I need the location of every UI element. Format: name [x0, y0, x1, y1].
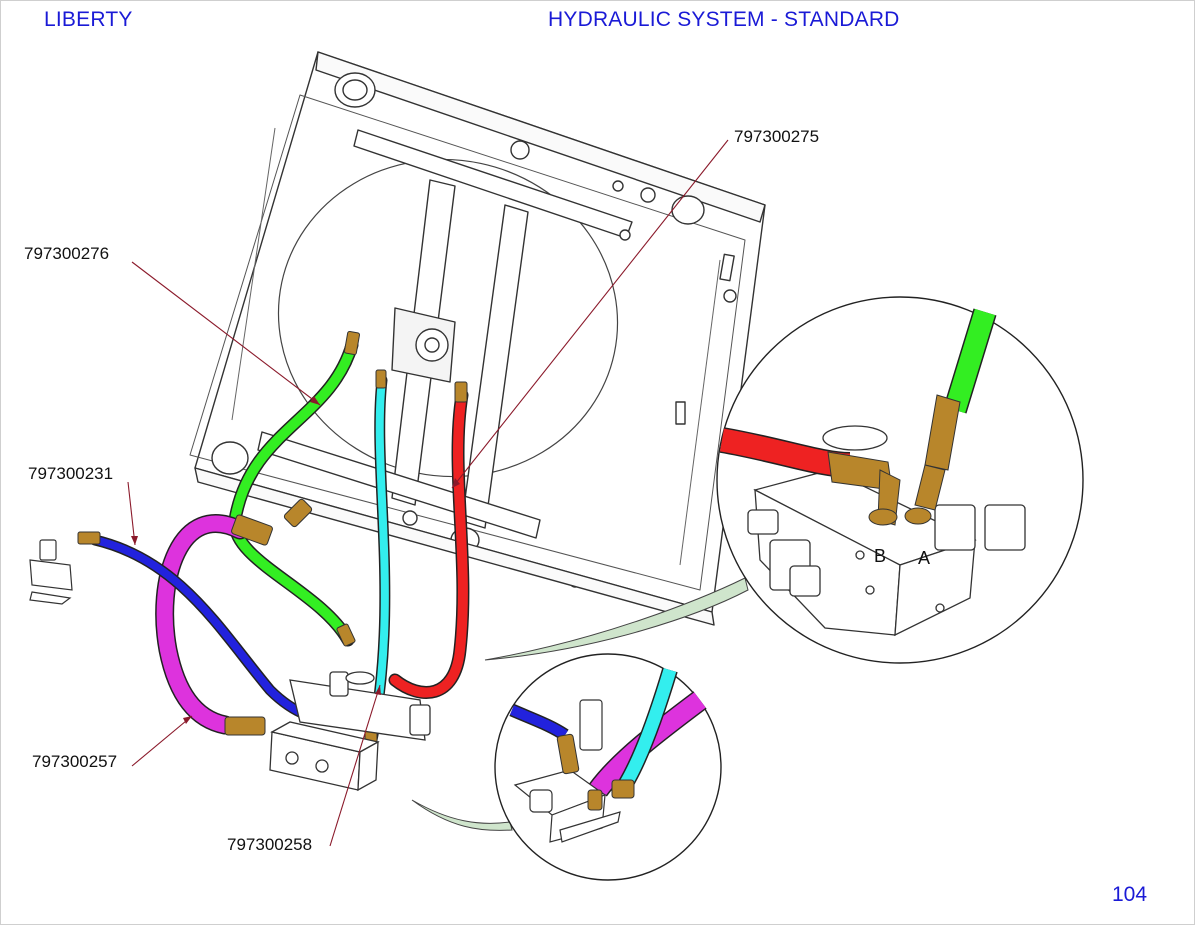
- part-label-797300258: 797300258: [227, 835, 313, 854]
- leader-lines: [127, 139, 729, 847]
- leader-arrowheads: [131, 396, 460, 724]
- port-a-label: A: [918, 548, 930, 568]
- detail-view-valve: [411, 653, 722, 881]
- detail-view-ab-ports: B A: [484, 296, 1084, 664]
- leader-797300275: [451, 139, 729, 489]
- leader-797300276: [131, 261, 321, 406]
- part-label-797300257: 797300257: [32, 752, 118, 771]
- leader-797300257: [131, 715, 193, 767]
- part-label-797300231: 797300231: [28, 464, 114, 483]
- radiator-assembly: [189, 51, 766, 626]
- valve-block: [269, 671, 431, 792]
- callout-tail-upper: [484, 577, 749, 661]
- callout-tail-lower: [411, 799, 513, 831]
- section-title: HYDRAULIC SYSTEM - STANDARD: [548, 8, 900, 31]
- part-label-797300276: 797300276: [24, 244, 110, 263]
- port-b-label: B: [874, 546, 886, 566]
- page-number: 104: [1112, 883, 1148, 906]
- leader-797300258: [329, 684, 381, 847]
- model-title: LIBERTY: [44, 8, 133, 31]
- left-solenoid: [29, 539, 73, 605]
- part-label-797300275: 797300275: [734, 127, 820, 146]
- leader-797300231: [127, 481, 136, 546]
